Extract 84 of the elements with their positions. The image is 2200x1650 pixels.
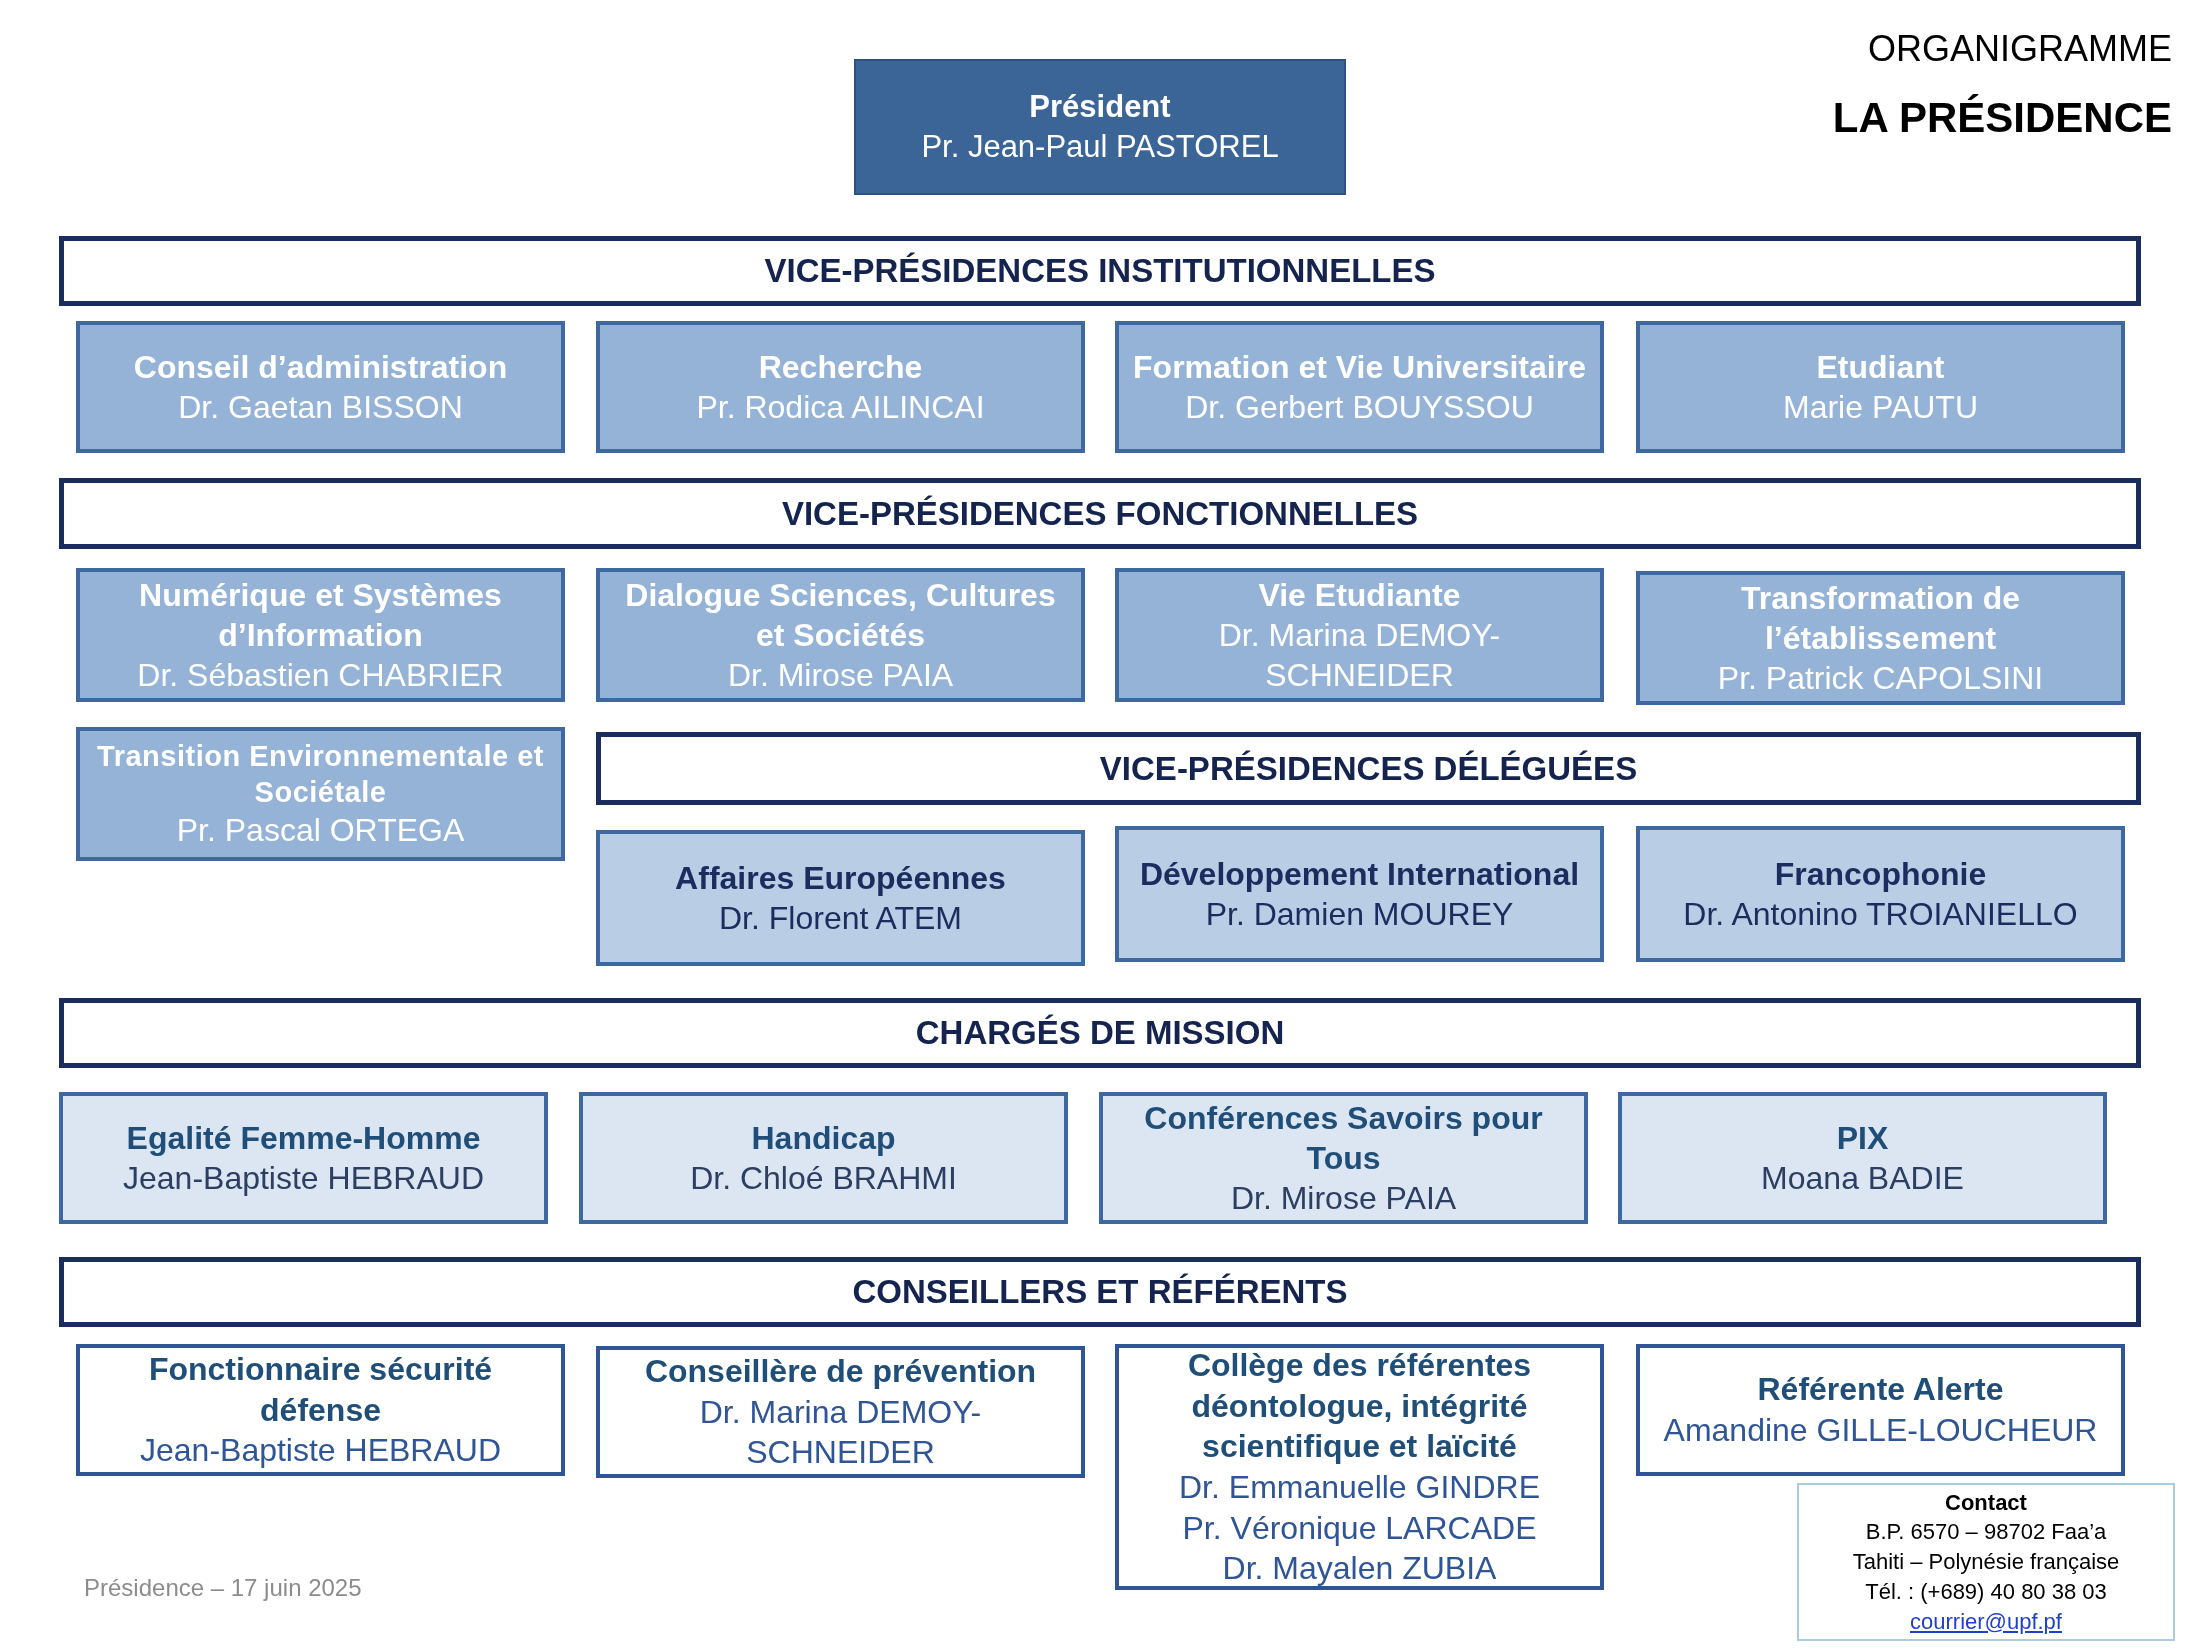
person-name: Dr. Mayalen ZUBIA xyxy=(1222,1549,1497,1589)
section-heading: CHARGÉS DE MISSION xyxy=(915,1013,1285,1053)
person-name: Marie PAUTU xyxy=(1783,388,1978,427)
role-title: Egalité Femme-Homme xyxy=(126,1119,481,1158)
section-heading: CONSEILLERS ET RÉFÉRENTS xyxy=(852,1272,1348,1312)
person-name: Dr. Marina DEMOY-SCHNEIDER xyxy=(698,1392,983,1473)
role-title: Conseillère de prévention xyxy=(644,1352,1037,1392)
role-title: Numérique et Systèmes d’Information xyxy=(138,576,503,655)
role-title: Etudiant xyxy=(1816,348,1945,387)
role-box xyxy=(1636,826,2125,962)
contact-line: Tél. : (+689) 40 80 38 03 xyxy=(1865,1577,2107,1606)
role-title: Fonctionnaire sécurité défense xyxy=(147,1350,494,1430)
person-name: Dr. Gerbert BOUYSSOU xyxy=(1185,388,1534,427)
section-band xyxy=(59,1257,2141,1327)
section-band xyxy=(59,478,2141,549)
role-box xyxy=(579,1092,1068,1224)
role-box xyxy=(1115,1344,1604,1590)
role-box xyxy=(596,568,1085,702)
person-name: Dr. Gaetan BISSON xyxy=(178,388,463,427)
role-box xyxy=(1636,571,2125,705)
person-name: Pr. Damien MOUREY xyxy=(1205,895,1514,934)
person-name: Dr. Florent ATEM xyxy=(719,899,962,938)
section-heading: VICE-PRÉSIDENCES FONCTIONNELLES xyxy=(781,493,1419,534)
person-name: Dr. Chloé BRAHMI xyxy=(690,1159,957,1198)
section-band xyxy=(59,236,2141,306)
role-box xyxy=(59,1092,548,1224)
role-box xyxy=(76,1344,565,1476)
role-box xyxy=(596,1346,1085,1478)
role-box xyxy=(76,568,565,702)
role-box xyxy=(1115,568,1604,702)
role-box xyxy=(1115,826,1604,962)
role-title: Handicap xyxy=(751,1119,896,1158)
person-name: Amandine GILLE-LOUCHEUR xyxy=(1663,1411,2098,1450)
person-name: Dr. Mirose PAIA xyxy=(727,656,954,695)
person-name: Moana BADIE xyxy=(1761,1159,1964,1198)
role-title: Recherche xyxy=(758,348,923,387)
contact-line: B.P. 6570 – 98702 Faa’a xyxy=(1865,1518,2107,1547)
role-box xyxy=(1099,1092,1588,1224)
role-title: Affaires Européennes xyxy=(675,859,1006,898)
contact-heading: Contact xyxy=(1945,1488,2027,1517)
section-heading: VICE-PRÉSIDENCES DÉLÉGUÉES xyxy=(1099,748,1638,789)
person-name: Dr. Marina DEMOY-SCHNEIDER xyxy=(1217,616,1502,695)
role-box xyxy=(596,830,1085,966)
footer-date: Présidence – 17 juin 2025 xyxy=(84,1573,362,1603)
role-title: Conseil d’administration xyxy=(133,348,508,387)
role-title: Collège des référentes déontologue, intégrité scientifique et laïcité xyxy=(1186,1346,1533,1467)
role-title: PIX xyxy=(1836,1119,1889,1158)
contact-line: Tahiti – Polynésie française xyxy=(1852,1548,2120,1577)
role-box xyxy=(1618,1092,2107,1224)
section-heading: VICE-PRÉSIDENCES INSTITUTIONNELLES xyxy=(764,251,1436,291)
page-subtitle: ORGANIGRAMME xyxy=(1868,27,2172,71)
person-name: Jean-Baptiste HEBRAUD xyxy=(140,1431,501,1471)
email-link: courrier@upf.pf xyxy=(1910,1607,2062,1636)
role-title: Transformation de l’établissement xyxy=(1739,579,2022,658)
person-name: Dr. Sébastien CHABRIER xyxy=(137,656,504,695)
role-title: Développement International xyxy=(1139,855,1580,894)
role-box xyxy=(1636,321,2125,453)
person-name: Pr. Véronique LARCADE xyxy=(1182,1508,1537,1548)
person-name: Pr. Jean-Paul PASTOREL xyxy=(921,128,1279,166)
person-name: Pr. Patrick CAPOLSINI xyxy=(1717,659,2044,698)
contact-box xyxy=(1797,1483,2175,1641)
person-name: Dr. Emmanuelle GINDRE xyxy=(1179,1468,1540,1507)
role-box xyxy=(76,727,565,861)
role-title: Référente Alerte xyxy=(1757,1370,2004,1410)
person-name: Jean-Baptiste HEBRAUD xyxy=(123,1159,484,1198)
role-title: Président xyxy=(1029,87,1171,126)
role-box xyxy=(1115,321,1604,453)
section-band xyxy=(596,732,2141,805)
role-title: Vie Etudiante xyxy=(1258,576,1461,615)
person-name: Dr. Mirose PAIA xyxy=(1230,1179,1457,1218)
role-box xyxy=(76,321,565,453)
person-name: Dr. Antonino TROIANIELLO xyxy=(1683,895,2078,934)
person-name: Pr. Pascal ORTEGA xyxy=(176,811,465,851)
role-box xyxy=(854,59,1346,195)
section-band xyxy=(59,998,2141,1068)
role-title: Francophonie xyxy=(1774,855,1987,894)
person-name: Pr. Rodica AILINCAI xyxy=(696,388,985,427)
role-title: Transition Environnementale et Sociétale xyxy=(96,738,545,810)
role-box xyxy=(1636,1344,2125,1476)
role-title: Dialogue Sciences, Cultures et Sociétés xyxy=(624,576,1057,655)
role-box xyxy=(596,321,1085,453)
role-title: Formation et Vie Universitaire xyxy=(1133,348,1586,387)
page-title: LA PRÉSIDENCE xyxy=(1832,93,2172,143)
role-title: Conférences Savoirs pour Tous xyxy=(1143,1099,1544,1178)
